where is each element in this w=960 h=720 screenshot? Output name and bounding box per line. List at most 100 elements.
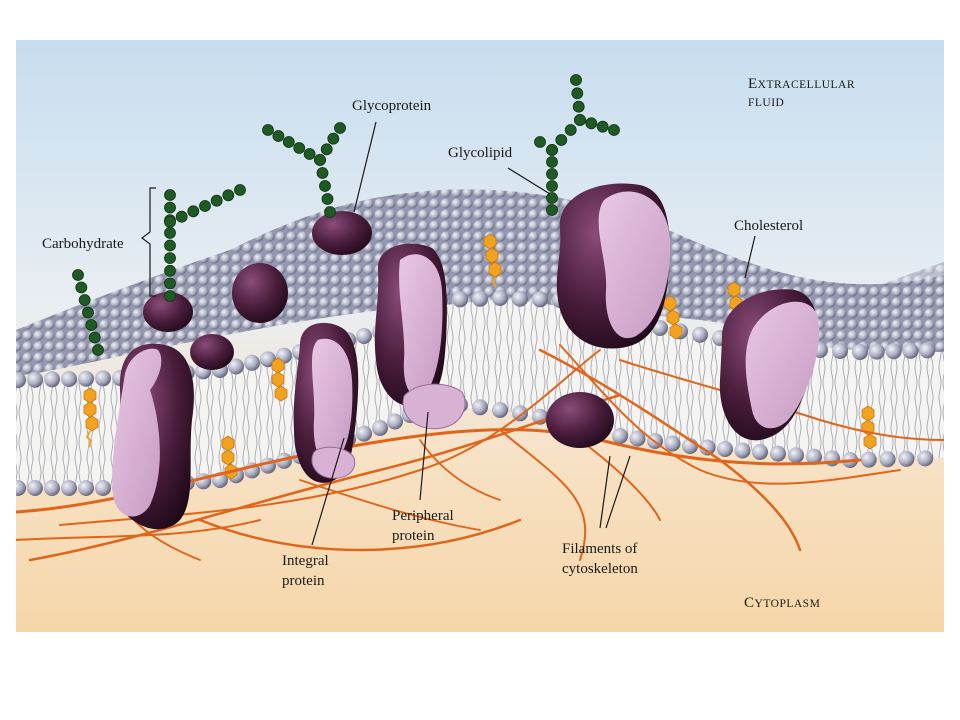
cholesterol-label: Cholesterol [734, 218, 803, 234]
sugar-unit [316, 167, 329, 179]
sugar-unit [546, 204, 558, 216]
peripheral-protein [402, 383, 466, 430]
lipid-head [879, 451, 896, 468]
lipid-head [44, 371, 60, 388]
lipid-head [860, 451, 877, 468]
lipid-head [356, 425, 372, 442]
peripheral-protein-label: Peripheral [392, 508, 454, 524]
integral-protein-large [556, 183, 671, 349]
lipid-head [885, 343, 902, 360]
lipid-head [78, 480, 94, 496]
sugar-unit [88, 331, 101, 344]
glycolipid-label: Glycolipid [448, 145, 513, 161]
sugar-unit [272, 130, 285, 142]
sugar-unit [546, 180, 558, 192]
lipid-head [16, 372, 26, 388]
sugar-unit [596, 120, 609, 133]
sugar-unit [585, 117, 598, 130]
sugar-unit [534, 136, 546, 148]
integral-protein-right [719, 289, 820, 441]
sugar-unit [164, 226, 176, 239]
sugar-unit [571, 87, 584, 100]
sugar-unit [608, 124, 620, 136]
lipid-head [512, 405, 528, 422]
lipid-head [532, 291, 548, 308]
sugar-unit [164, 201, 176, 214]
sugar-unit [574, 114, 586, 126]
lipid-head [512, 290, 528, 307]
peripheral-protein-label-line2: protein [392, 528, 435, 544]
filaments-label-line2: cytoskeleton [562, 561, 638, 577]
integral-protein-label-line2: protein [282, 573, 325, 589]
lipid-head [27, 371, 43, 388]
sugar-unit [164, 277, 176, 290]
lipid-head [788, 447, 804, 464]
sugar-unit [164, 189, 176, 201]
extracellular-fluid-label-line2: FLUID [748, 97, 784, 109]
lipid-head [832, 343, 848, 359]
lipid-head [78, 370, 94, 387]
lipid-head [664, 435, 681, 452]
sugar-unit [564, 124, 577, 136]
lipid-head [61, 371, 77, 387]
peripheral-protein-small [311, 446, 356, 479]
lipid-head [356, 328, 372, 344]
lipid-head [629, 430, 646, 447]
sugar-unit [546, 156, 558, 168]
lipid-head [868, 343, 885, 360]
cholesterol-molecules [83, 233, 877, 480]
sugar-unit [75, 281, 88, 294]
glycoprotein-label: Glycoprotein [352, 98, 432, 114]
lipid-head [372, 420, 388, 436]
lipid-head [492, 402, 508, 418]
lipid-head [752, 444, 768, 460]
lipid-head [806, 448, 822, 465]
lipid-head [898, 450, 915, 467]
lipid-head [699, 439, 716, 456]
lipid-head [692, 326, 708, 343]
sugar-unit [319, 180, 331, 192]
lipid-head [917, 450, 934, 467]
sugar-unit [572, 100, 585, 113]
lipid-head [95, 480, 111, 496]
sugar-unit [175, 210, 188, 223]
leader-lines [141, 121, 756, 546]
filaments-label: Filaments of [562, 541, 637, 557]
lipid-head [472, 290, 488, 307]
carbohydrate-label: Carbohydrate [42, 236, 124, 252]
lipid-head [244, 354, 260, 371]
membrane-top-surface [16, 189, 944, 376]
lipid-head [61, 480, 77, 496]
sugar-unit [164, 239, 176, 252]
integral-protein-label: Integral [282, 553, 329, 569]
sugar-unit [293, 142, 306, 154]
sugar-unit [210, 194, 223, 207]
lipid-head [95, 370, 111, 387]
lipid-head [734, 442, 751, 459]
lipid-head [770, 445, 786, 462]
sugar-unit [222, 189, 235, 202]
lipid-head [717, 441, 733, 457]
sugar-unit [570, 74, 582, 86]
sugar-unit [72, 269, 84, 281]
integral-protein-left [112, 343, 194, 530]
diagram-labels: EXTRACELLULAR FLUID Glycoprotein Glycoli… [42, 76, 855, 611]
sugar-unit [199, 200, 211, 212]
sugar-unit [327, 132, 340, 145]
sugar-unit [164, 252, 176, 265]
sugar-unit [78, 294, 91, 306]
sugar-unit [164, 216, 176, 228]
sugar-unit [324, 206, 336, 218]
lipid-head [902, 342, 919, 359]
sugar-unit [546, 192, 558, 204]
lipid-head [852, 344, 868, 360]
sugar-unit [187, 205, 200, 218]
sugar-unit [546, 168, 558, 180]
lipid-head [27, 480, 43, 496]
lipid-head [472, 399, 488, 416]
sugar-unit [334, 122, 346, 134]
sugar-unit [164, 264, 176, 277]
sugar-unit [320, 143, 333, 156]
sugar-unit [85, 319, 98, 331]
